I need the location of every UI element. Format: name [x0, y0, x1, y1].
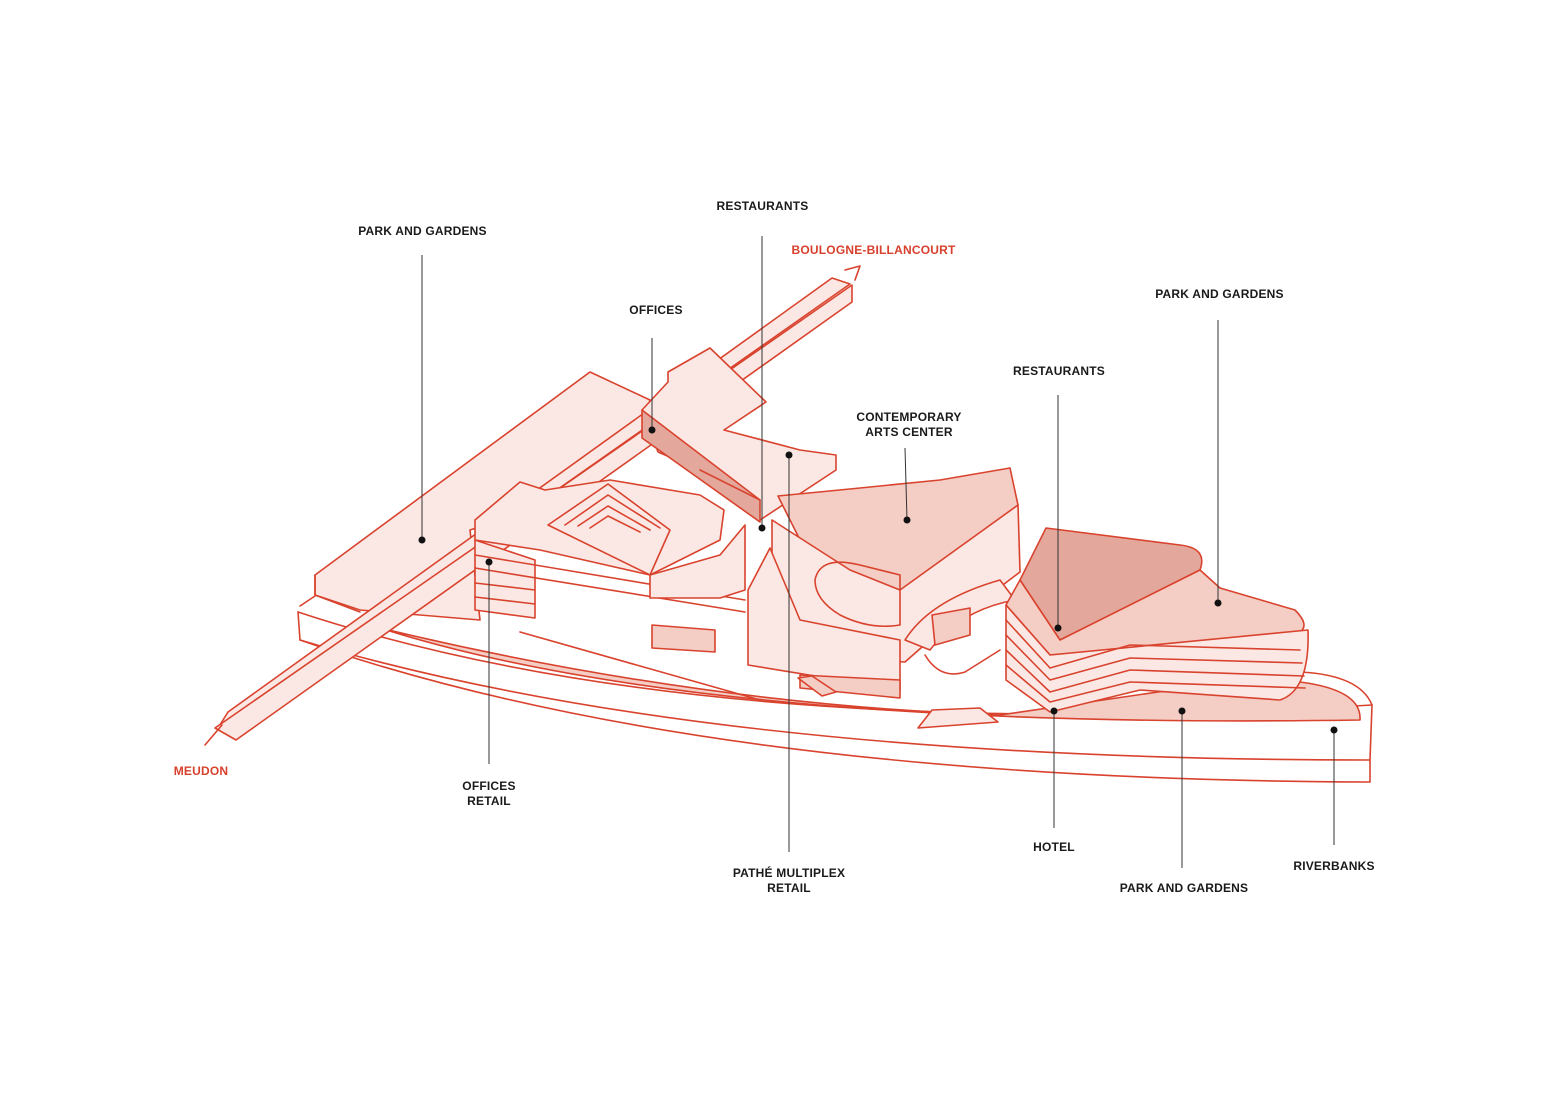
leader-dots — [418, 426, 1338, 734]
offices-top-block — [641, 347, 837, 523]
label-meudon: MEUDON — [173, 764, 229, 778]
leader-lines — [421, 236, 1335, 868]
small-features — [519, 631, 999, 729]
label-park-gardens-left: PARK AND GARDENS — [358, 224, 487, 238]
offices-retail-block — [474, 479, 746, 653]
label-restaurants-top: RESTAURANTS — [716, 199, 809, 213]
label-riverbanks: RIVERBANKS — [1293, 859, 1375, 873]
label-park-gardens-bottom: PARK AND GARDENS — [1119, 881, 1249, 895]
label-offices-top: OFFICES — [629, 303, 683, 317]
hotel-block — [1005, 527, 1309, 713]
bridge — [904, 579, 1016, 675]
label-contemporary-arts-center: CONTEMPORARY ARTS CENTER — [856, 410, 962, 439]
label-boulogne-billancourt: BOULOGNE-BILLANCOURT — [791, 243, 956, 257]
label-hotel: HOTEL — [1033, 840, 1075, 854]
label-restaurants-right: RESTAURANTS — [1013, 364, 1105, 378]
label-offices-retail: OFFICES RETAIL — [462, 779, 516, 808]
label-park-gardens-right: PARK AND GARDENS — [1155, 287, 1284, 301]
label-pathe-multiplex-retail: PATHÉ MULTIPLEX RETAIL — [732, 866, 846, 895]
